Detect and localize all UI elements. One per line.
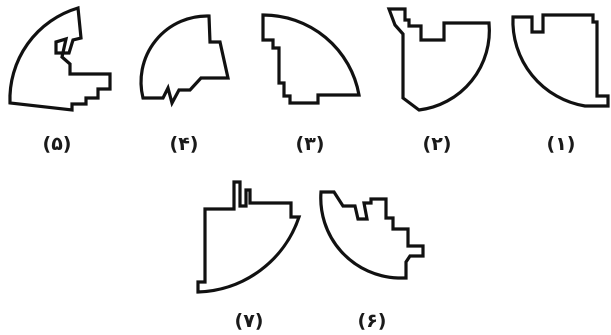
piece-5-label: (۵) xyxy=(43,133,72,155)
piece-6-shape xyxy=(321,192,423,278)
piece-5: (۵) xyxy=(10,8,110,155)
piece-7: (۷) xyxy=(198,182,299,332)
piece-4-shape xyxy=(141,16,228,103)
piece-7-shape xyxy=(198,182,299,292)
piece-1-shape xyxy=(513,15,608,106)
piece-5-shape xyxy=(10,8,110,110)
piece-6-label: (۶) xyxy=(358,310,387,332)
piece-3-label: (۳) xyxy=(296,133,325,155)
piece-2-label: (۲) xyxy=(423,133,452,155)
piece-4: (۴) xyxy=(141,16,228,155)
piece-1-label: (۱) xyxy=(547,133,576,155)
piece-3-shape xyxy=(263,15,359,103)
piece-4-label: (۴) xyxy=(170,133,199,155)
piece-7-label: (۷) xyxy=(235,310,264,332)
piece-6: (۶) xyxy=(321,192,423,332)
piece-2-shape xyxy=(389,9,489,110)
piece-3: (۳) xyxy=(263,15,359,155)
piece-1: (۱) xyxy=(513,15,608,155)
piece-2: (۲) xyxy=(389,9,489,155)
